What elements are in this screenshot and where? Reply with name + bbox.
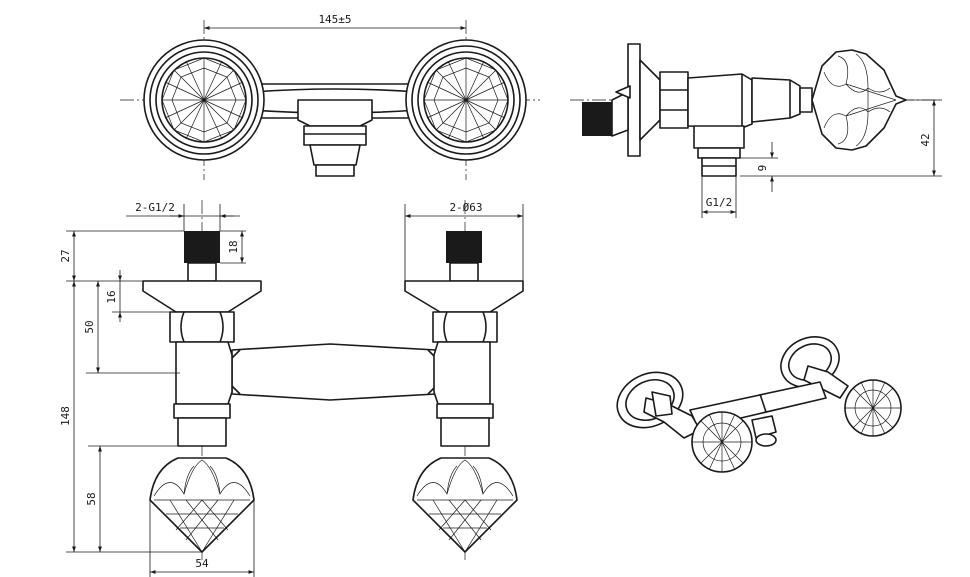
dim-side-thread: G1/2: [706, 196, 733, 209]
dim-front-handle-height: 58: [85, 492, 98, 505]
dim-front-thread-length: 18: [227, 240, 240, 253]
top-view: 145±5: [120, 13, 540, 180]
left-handle-crown: [149, 457, 255, 553]
right-handle-crown: [412, 457, 518, 553]
side-inlet-thread: [582, 102, 612, 136]
side-view: 42 9 G1/2: [570, 43, 942, 218]
dim-side-height-42: 42: [919, 133, 932, 146]
dim-front-body-height: 50: [83, 320, 96, 333]
left-handle-facets: [161, 57, 247, 143]
left-inlet-thread: [184, 231, 220, 263]
dim-front-total-height: 148: [59, 406, 72, 426]
dim-front-flange-offset: 16: [105, 290, 118, 303]
right-handle-facets: [423, 57, 509, 143]
isometric-view: [616, 336, 902, 473]
front-view: 2-G1/2 2-Ø63 18 27 16 50 148 58: [59, 200, 524, 577]
dim-front-diameter-count: 2-Ø63: [449, 201, 482, 214]
dim-front-handle-width: 54: [195, 557, 209, 570]
right-inlet-thread: [446, 231, 482, 263]
iso-right-handle: [844, 379, 902, 437]
dim-top-center-distance: 145±5: [318, 13, 351, 26]
dim-front-thread-count: 2-G1/2: [135, 201, 175, 214]
dim-side-height-9: 9: [756, 165, 769, 172]
iso-left-handle: [691, 411, 753, 473]
dim-front-top-offset: 27: [59, 249, 72, 262]
